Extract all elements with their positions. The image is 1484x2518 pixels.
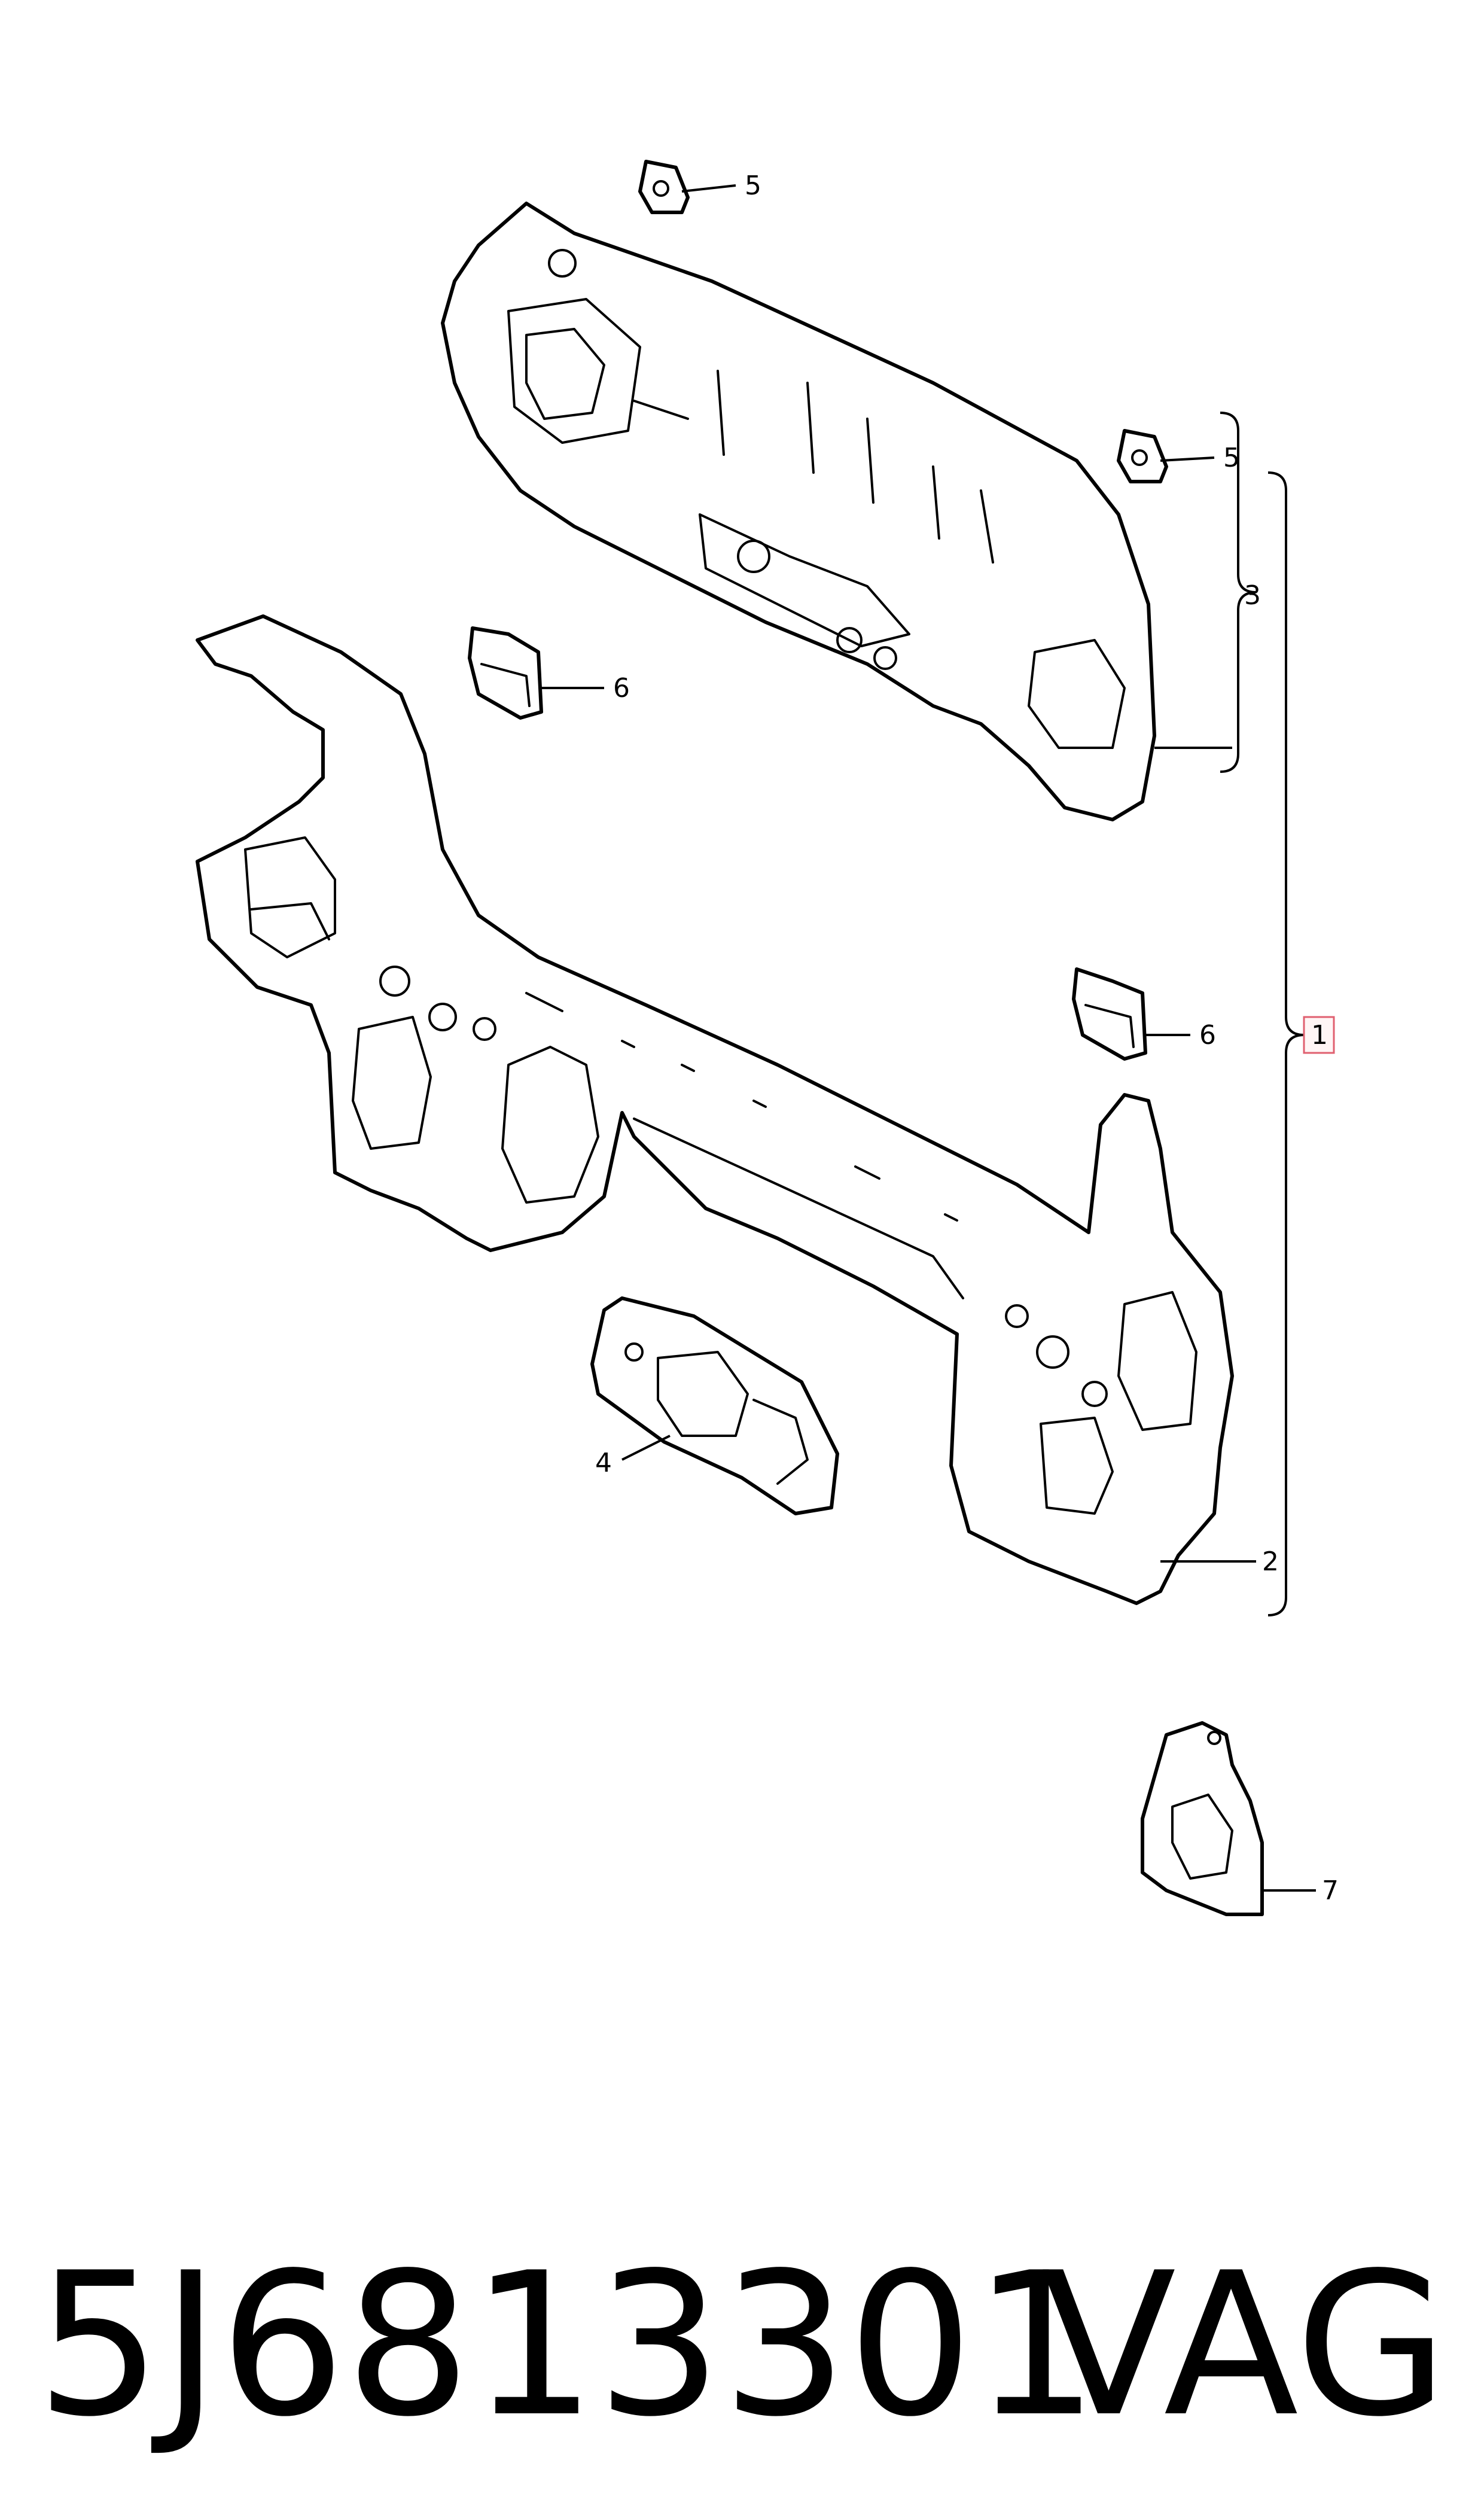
callout-6-right: 6: [1199, 1020, 1216, 1051]
upper-panel-part-3: [441, 202, 1156, 821]
part-number-label: 5J6813301: [36, 2230, 1099, 2460]
callout-1-highlight-box: [1303, 1016, 1335, 1054]
callout-4: 4: [595, 1448, 612, 1478]
clip-part-5-upper: [638, 160, 690, 214]
callout-3: 3: [1244, 580, 1261, 611]
bracket-part-6-right: [1072, 967, 1147, 1061]
callout-7: 7: [1322, 1875, 1339, 1906]
brand-label: VAG: [1041, 2230, 1448, 2460]
leader-4: [621, 1435, 671, 1461]
leader-5a: [681, 184, 736, 193]
reinforcement-part-4: [590, 1296, 839, 1515]
callout-6-left: 6: [613, 673, 630, 704]
brace-group-1: [1267, 471, 1305, 1616]
bracket-part-7: [1141, 1721, 1264, 1916]
leader-5b: [1160, 456, 1215, 462]
brace-group-3: [1220, 412, 1257, 773]
clip-part-5-lower: [1117, 429, 1168, 483]
bracket-part-6-left: [468, 626, 543, 720]
callout-5-lower: 5: [1223, 443, 1240, 473]
callout-2: 2: [1262, 1546, 1279, 1577]
callout-1: 1: [1311, 1020, 1328, 1051]
callout-5-upper: 5: [745, 170, 761, 201]
front-panel-part-2: [196, 614, 1234, 1605]
